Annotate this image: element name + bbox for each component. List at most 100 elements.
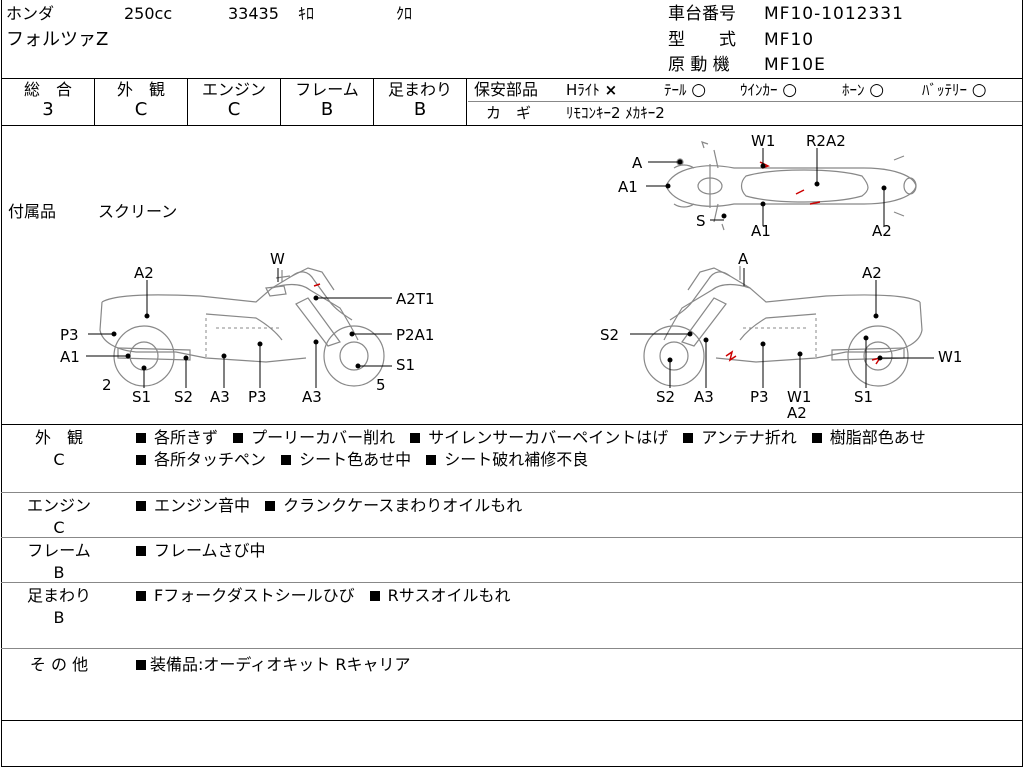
- note-item: アンテナ折れ: [683, 428, 797, 447]
- section-label: 足まわり B: [4, 585, 114, 629]
- diagram-labels: A A1 S W1 R2A2 A1 A2 W A2 A2T1 P3 P2A1 A…: [60, 132, 962, 422]
- accessories-value: スクリーン: [98, 202, 178, 221]
- grade-engine: エンジン C: [188, 80, 280, 120]
- bullet-icon: [683, 433, 694, 443]
- section-items: エンジン音中 クランクケースまわりオイルもれ: [136, 495, 532, 517]
- diagram-mark: P3: [750, 388, 769, 406]
- diagram-mark: P3: [60, 326, 79, 344]
- bullet-icon: [265, 501, 276, 511]
- note-item: プーリーカバー削れ: [233, 428, 395, 447]
- note-item: シート色あせ中: [281, 450, 411, 469]
- bullet-icon: [369, 591, 380, 601]
- section-grade: C: [53, 450, 65, 469]
- diagram-mark: 5: [376, 376, 386, 394]
- section-items: 各所きず プーリーカバー削れ サイレンサーカバーペイントはげ アンテナ折れ 樹脂…: [136, 427, 936, 471]
- diagram-mark: 2: [102, 376, 112, 394]
- type-label: 型 式: [668, 30, 736, 50]
- safety-item-mark: ○: [971, 80, 987, 100]
- safety-label: 保安部品: [474, 80, 539, 99]
- diagram-mark: A3: [302, 388, 322, 406]
- safety-item-name: ｳｲﾝｶｰ: [740, 81, 778, 99]
- grade-label: 外 観: [116, 80, 165, 99]
- diagram-mark: S2: [174, 388, 193, 406]
- bullet-icon: [136, 455, 146, 465]
- diagram-mark: S1: [132, 388, 151, 406]
- safety-item-name: ﾃｰﾙ: [664, 81, 687, 99]
- note-item: サイレンサーカバーペイントはげ: [410, 428, 668, 447]
- engine-label: 原 動 機: [668, 55, 730, 75]
- diagram-mark: S1: [854, 388, 873, 406]
- section-title: エンジン: [26, 496, 91, 515]
- safety-item-mark: ×: [604, 81, 618, 99]
- frame-no-label: 車台番号: [668, 4, 736, 24]
- note-item: Rサスオイルもれ: [369, 586, 510, 605]
- diagram-mark: P2A1: [396, 326, 434, 344]
- diagram-mark: S2: [656, 388, 675, 406]
- safety-item: Hﾗｲﾄ ×: [566, 80, 617, 100]
- note-item: エンジン音中: [136, 496, 250, 515]
- frame-no: MF10-1012331: [764, 4, 904, 24]
- grade-label: フレーム: [295, 80, 359, 99]
- grid-line: [1, 720, 1022, 721]
- maker: ホンダ: [6, 4, 55, 23]
- safety-item: ｳｲﾝｶｰ ○: [740, 80, 797, 100]
- diagram-mark: A2: [862, 264, 882, 282]
- section-title: 外 観: [34, 428, 83, 447]
- safety-item-mark: ○: [869, 80, 885, 100]
- diagram-mark: A2: [787, 404, 807, 422]
- grid-line: [1, 537, 1022, 538]
- bullet-icon: [136, 501, 146, 511]
- grid-line: [468, 101, 1022, 102]
- grade-value: C: [227, 99, 241, 120]
- key-value: ﾘﾓｺﾝｷｰ2 ﾒｶｷｰ2: [566, 104, 665, 122]
- bullet-icon: [410, 433, 421, 443]
- scooter-left-view: [99, 267, 385, 387]
- section-label: そ の 他: [4, 654, 114, 676]
- accessories-label: 付属品: [8, 202, 57, 221]
- model-name: フォルツァZ: [6, 29, 109, 50]
- color: ｸﾛ: [396, 4, 413, 23]
- note-item: 装備品:オーディオキット Rキャリア: [136, 655, 410, 674]
- grade-label: エンジン: [201, 80, 266, 99]
- grade-label: 足まわり: [387, 80, 452, 99]
- mileage-unit: ｷﾛ: [298, 4, 315, 23]
- note-item: シート破れ補修不良: [426, 450, 588, 469]
- diagram-mark: S1: [396, 356, 415, 374]
- section-items: フレームさび中: [136, 540, 276, 562]
- section-grade: C: [53, 518, 65, 537]
- grade-value: B: [413, 99, 427, 120]
- grade-value: C: [134, 99, 148, 120]
- grid-line: [1, 125, 1022, 126]
- diagram-mark: A3: [210, 388, 230, 406]
- diagram-mark: A1: [60, 348, 80, 366]
- section-label: フレーム B: [4, 540, 114, 584]
- mileage: 33435: [228, 4, 279, 23]
- safety-item: ﾃｰﾙ ○: [664, 80, 706, 100]
- grid-line: [1, 424, 1022, 425]
- type-value: MF10: [764, 30, 815, 50]
- diagram-mark: S: [696, 212, 706, 230]
- section-items: Fフォークダストシールひび Rサスオイルもれ: [136, 585, 520, 607]
- displacement: 250cc: [124, 4, 173, 23]
- note-item: 樹脂部色あせ: [811, 428, 926, 447]
- diagram-mark: A1: [751, 222, 771, 240]
- diagram-mark: A2T1: [396, 290, 435, 308]
- diagram-mark: A1: [618, 178, 638, 196]
- safety-item: ﾎｰﾝ ○: [842, 80, 884, 100]
- grid-line: [94, 78, 95, 125]
- diagram-mark: W: [270, 250, 285, 268]
- diagram-mark: W1: [787, 388, 811, 406]
- section-label: 外 観 C: [4, 427, 114, 471]
- diagram-mark: W1: [751, 132, 775, 150]
- section-grade: B: [53, 563, 65, 582]
- engine-value: MF10E: [764, 55, 826, 75]
- diagram-mark: W1: [938, 348, 962, 366]
- section-items: 装備品:オーディオキット Rキャリア: [136, 654, 420, 676]
- note-item: Fフォークダストシールひび: [136, 586, 355, 605]
- safety-item-name: ﾎｰﾝ: [842, 81, 865, 99]
- grid-line: [187, 78, 188, 125]
- key-label: カ ギ: [486, 104, 532, 122]
- scooter-right-view: [643, 266, 923, 387]
- safety-item: ﾊﾞｯﾃﾘｰ ○: [922, 80, 987, 100]
